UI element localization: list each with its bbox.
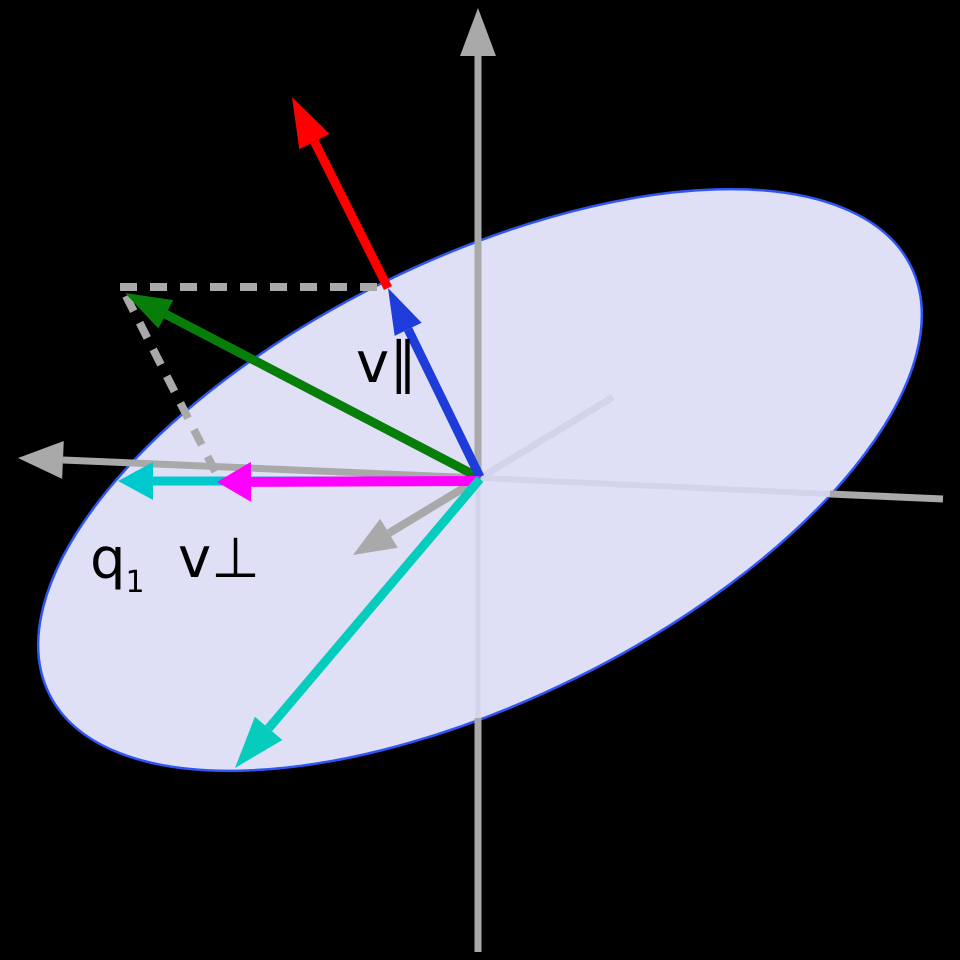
axis-depth-hidden <box>478 394 615 481</box>
label-q1: q1 <box>90 527 145 600</box>
vector-v-perp-magenta-head <box>217 461 252 502</box>
vector-long-cyan <box>235 476 484 768</box>
axis-depth-front-head <box>353 518 398 555</box>
axis-horizontal-hidden <box>481 475 831 497</box>
axis-horizontal-left-shaft <box>62 456 481 482</box>
axis-vertical-up-head <box>460 8 496 56</box>
vector-sum-green-head <box>125 293 174 329</box>
vector-long-cyan-head <box>235 716 283 768</box>
vector-red <box>292 97 393 291</box>
axis-horizontal-left-head <box>18 440 64 479</box>
vector-red-head <box>292 97 330 150</box>
vector-v-parallel-blue-shaft <box>404 327 485 479</box>
vector-sum-green-shaft <box>163 310 483 482</box>
axis-depth-front <box>353 474 483 555</box>
axis-vertical-up <box>460 8 496 479</box>
axis-horizontal-right <box>829 490 944 503</box>
label-v-parallel: v∥ <box>356 331 417 396</box>
vector-v-perp-magenta-shaft <box>250 476 481 487</box>
vector-v-parallel-blue-head <box>388 288 422 336</box>
vector-sum-green <box>125 293 483 482</box>
vector-v-perp-magenta <box>217 461 481 502</box>
vector-v-parallel-blue <box>388 288 485 479</box>
axis-horizontal-left <box>18 440 481 482</box>
axis-horizontal-right-shaft <box>829 490 944 503</box>
axis-depth-front-shaft <box>386 474 483 537</box>
vector-long-cyan-shaft <box>265 476 484 732</box>
label-v-perp: v⊥ <box>178 526 260 591</box>
vector-red-shaft <box>310 139 393 291</box>
vector-q1-cyan-head <box>118 462 153 500</box>
guide-dashed-left <box>122 294 222 479</box>
